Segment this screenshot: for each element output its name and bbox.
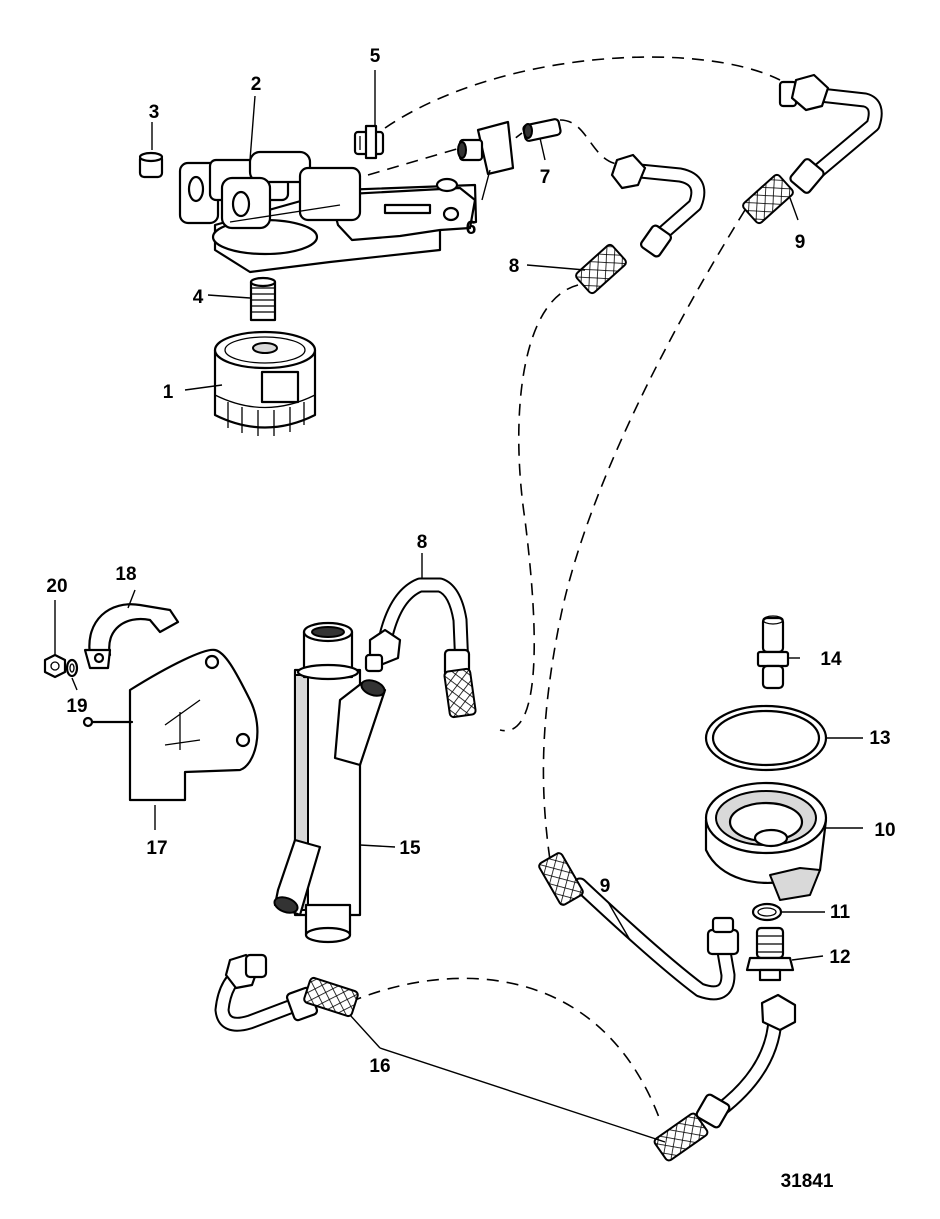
callout-9-upper: 9	[795, 232, 806, 253]
elbow-fitting-part-6	[457, 120, 515, 176]
bracket-part-17	[82, 648, 259, 802]
callout-14: 14	[820, 649, 842, 670]
callout-8-upper: 8	[509, 256, 520, 277]
leader-lines	[54, 70, 863, 1143]
callout-20: 20	[46, 576, 67, 597]
adapter-part-10	[704, 781, 828, 901]
callout-3: 3	[149, 102, 160, 123]
fitting-part-14	[756, 615, 790, 690]
callout-1: 1	[163, 382, 174, 403]
oil-filter-part-1	[213, 330, 317, 436]
figure-number: 31841	[781, 1171, 834, 1192]
callout-8-lower: 8	[417, 532, 428, 553]
fitting-part-5	[353, 124, 385, 160]
callout-6: 6	[466, 218, 477, 239]
callout-10: 10	[874, 820, 895, 841]
fitting-part-12	[745, 926, 795, 982]
callout-17: 17	[146, 838, 167, 859]
oil-line-part-9-upper	[742, 73, 883, 225]
seal-ring-part-13	[704, 704, 828, 772]
washer-part-19	[65, 658, 79, 678]
callout-15: 15	[399, 838, 421, 859]
callout-13: 13	[869, 728, 890, 749]
oil-line-part-16	[214, 953, 797, 1162]
nipple-part-4	[249, 276, 277, 322]
callout-9-lower: 9	[600, 876, 611, 897]
clamp-part-18	[83, 603, 180, 670]
oil-line-part-8-lower	[364, 577, 477, 719]
callout-19: 19	[66, 696, 87, 717]
o-ring-part-11	[751, 902, 783, 922]
callout-5: 5	[370, 46, 381, 67]
callout-11: 11	[830, 902, 851, 923]
callout-16: 16	[369, 1056, 390, 1077]
filter-head-assembly	[178, 150, 478, 274]
oil-line-part-9-lower	[538, 852, 740, 1001]
callout-4: 4	[193, 287, 204, 308]
callout-12: 12	[829, 947, 850, 968]
callout-18: 18	[115, 564, 136, 585]
fitting-part-7	[522, 118, 562, 142]
nut-part-20	[43, 653, 67, 679]
callout-2: 2	[251, 74, 262, 95]
oil-line-part-8-upper	[575, 153, 706, 295]
callout-7: 7	[540, 167, 551, 188]
callout-labels: 1 2 3 4 5 6 7 8 8 9 9 10 11 12 13 14 15 …	[46, 46, 895, 1192]
plug-part-3	[138, 151, 164, 179]
oil-cooler-part-15	[273, 621, 387, 944]
